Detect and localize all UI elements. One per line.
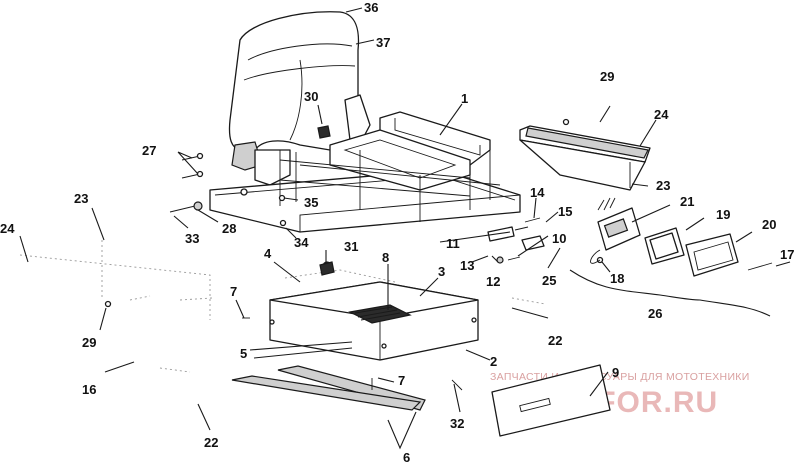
callout-20: 20 [762,217,776,232]
callout-16: 16 [82,382,96,397]
callout-8: 8 [382,250,389,265]
callout-24a: 24 [0,221,15,236]
watermark-tagline: ЗАПЧАСТИ И АКСЕССУАРЫ ДЛЯ МОТОТЕХНИКИ [490,371,750,383]
callout-1: 1 [461,91,468,106]
callout-25: 25 [542,273,556,288]
callout-30: 30 [304,89,318,104]
callout-13: 13 [460,258,474,273]
callout-37: 37 [376,35,390,50]
callout-22b: 22 [204,435,218,450]
callout-26: 26 [648,306,662,321]
callout-9: 9 [612,365,619,380]
callout-28: 28 [222,221,236,236]
callout-4: 4 [264,246,272,261]
backrest [228,11,371,186]
callout-18: 18 [610,271,624,286]
callout-29b: 29 [82,335,96,350]
callout-10: 10 [552,231,566,246]
callout-27: 27 [142,143,156,158]
callout-23a: 23 [74,191,88,206]
callout-22a: 22 [548,333,562,348]
callout-12: 12 [486,274,500,289]
callout-15: 15 [558,204,572,219]
callout-36: 36 [364,0,378,15]
storage-box [269,261,479,361]
callout-6: 6 [403,450,410,462]
side-rail [19,240,211,373]
callout-34: 34 [294,235,309,250]
leader-lines [19,7,791,450]
callout-31: 31 [344,239,358,254]
light-bracket [519,125,651,191]
skid-strips [231,365,426,411]
callout-29a: 29 [600,69,614,84]
tail-light [590,197,773,277]
number-plate [491,364,611,437]
callout-35: 35 [304,195,318,210]
rack-frame [209,111,521,233]
callout-7a: 7 [230,284,237,299]
callout-7b: 7 [398,373,405,388]
callout-17: 17 [780,247,794,262]
callout-33: 33 [185,231,199,246]
callout-14: 14 [530,185,545,200]
callout-11: 11 [446,236,460,251]
hardware [169,118,570,391]
callout-3: 3 [438,264,445,279]
callout-23b: 23 [656,178,670,193]
callout-32: 32 [450,416,464,431]
callout-24b: 24 [654,107,669,122]
callout-2: 2 [490,354,497,369]
callout-5: 5 [240,346,247,361]
callout-19: 19 [716,207,730,222]
callout-21: 21 [680,194,694,209]
